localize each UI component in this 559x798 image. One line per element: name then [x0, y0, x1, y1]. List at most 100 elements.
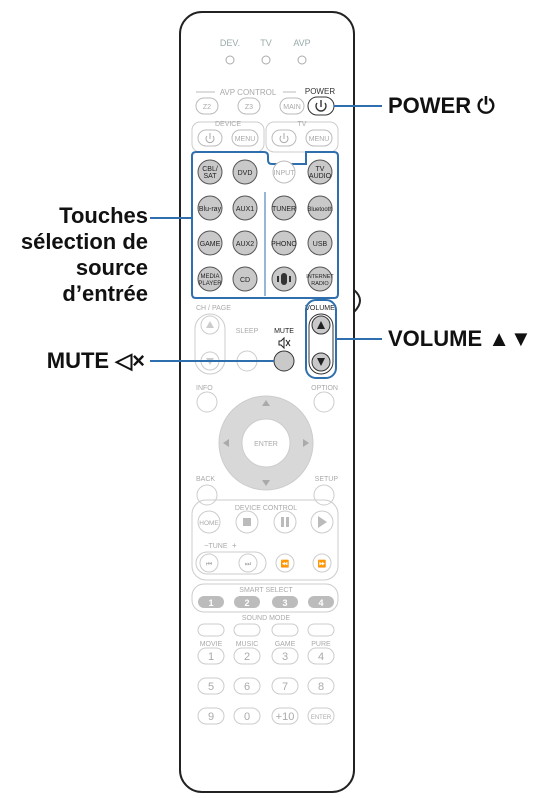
tv-menu-button[interactable] — [305, 129, 333, 147]
source-buttons: CBL/ SAT DVD INPUT TV AUDIO Blu-ray AUX1… — [197, 159, 334, 292]
avp-control-label: AVP CONTROL — [220, 88, 277, 97]
sound-mode-4-button[interactable] — [307, 623, 335, 637]
num-plus10-button[interactable] — [271, 707, 299, 725]
num-6-button[interactable] — [233, 677, 261, 695]
back-button[interactable] — [196, 484, 218, 506]
enter-button[interactable] — [241, 418, 291, 468]
num-8-button[interactable] — [307, 677, 335, 695]
source-callout-line-3: source — [75, 255, 148, 280]
game-button[interactable] — [197, 230, 223, 256]
smart-2-button[interactable] — [234, 596, 260, 608]
device-label: DEVICE — [215, 121, 241, 128]
mute-button[interactable] — [273, 350, 295, 372]
media-player-label-2: PLAYER — [198, 281, 222, 287]
num-enter-button[interactable] — [307, 707, 335, 725]
tv-group — [265, 121, 339, 153]
enter-label: ENTER — [254, 441, 278, 448]
fast-forward-button[interactable] — [312, 553, 332, 573]
indicator-dev-label: DEV. — [220, 38, 240, 48]
pause-button[interactable] — [273, 510, 297, 534]
heos-icon — [277, 273, 291, 285]
home-button[interactable] — [197, 510, 221, 534]
rewind-icon: ⏪ — [281, 559, 290, 568]
z2-button[interactable] — [195, 97, 219, 115]
numpad — [197, 647, 335, 725]
smart-3-button[interactable] — [272, 596, 298, 608]
source-callout-line-4: d’entrée — [62, 281, 148, 306]
phono-button[interactable] — [271, 230, 297, 256]
tune-group — [195, 551, 267, 575]
tv-audio-button[interactable] — [307, 159, 333, 185]
main-label: MAIN — [283, 104, 301, 111]
num-1-label: 1 — [208, 651, 214, 663]
num-8-label: 8 — [318, 681, 324, 693]
input-button[interactable] — [272, 160, 296, 184]
indicator-dev-light — [225, 55, 235, 65]
next-track-button[interactable] — [238, 553, 258, 573]
usb-label: USB — [313, 241, 328, 248]
media-player-button[interactable] — [197, 266, 223, 292]
usb-button[interactable] — [307, 230, 333, 256]
pause-icon — [281, 517, 289, 527]
volume-up-icon — [317, 321, 325, 329]
rewind-button[interactable] — [275, 553, 295, 573]
smart-3-label: 3 — [282, 598, 287, 608]
main-button[interactable] — [279, 97, 305, 115]
cbl-sat-label-1: CBL/ — [202, 166, 218, 173]
volume-label: VOLUME — [305, 305, 335, 312]
sound-mode-1-button[interactable] — [197, 623, 225, 637]
num-9-button[interactable] — [197, 707, 225, 725]
back-label: BACK — [196, 476, 215, 483]
fast-forward-icon: ⏩ — [318, 559, 327, 568]
internet-radio-button[interactable] — [307, 266, 333, 292]
num-plus10-label: +10 — [276, 711, 295, 723]
num-1-button[interactable] — [197, 647, 225, 665]
tv-power-icon — [279, 133, 289, 144]
aux2-button[interactable] — [232, 230, 258, 256]
game-mode-label: GAME — [275, 641, 296, 648]
z3-label: Z3 — [245, 104, 253, 111]
internet-radio-label-2: RADIO — [311, 281, 329, 287]
volume-down-icon — [317, 358, 325, 366]
smart-1-button[interactable] — [198, 596, 224, 608]
num-3-button[interactable] — [271, 647, 299, 665]
source-callout-line-1: Touches — [59, 203, 148, 228]
tune-plus-label: + — [232, 541, 237, 550]
num-4-button[interactable] — [307, 647, 335, 665]
indicator-avp-light — [297, 55, 307, 65]
sound-mode-3-button[interactable] — [271, 623, 299, 637]
dpad-down-icon — [262, 480, 270, 486]
cd-label: CD — [240, 277, 250, 284]
tuner-button[interactable] — [271, 195, 297, 221]
prev-track-button[interactable] — [199, 553, 219, 573]
num-0-button[interactable] — [233, 707, 261, 725]
bluray-button[interactable] — [197, 195, 223, 221]
indicator-tv-label: TV — [260, 38, 272, 48]
num-7-button[interactable] — [271, 677, 299, 695]
device-menu-button[interactable] — [231, 129, 259, 147]
dvd-button[interactable] — [232, 159, 258, 185]
power-label: POWER — [305, 87, 335, 96]
bluetooth-button[interactable] — [307, 195, 333, 221]
cbl-sat-button[interactable] — [197, 159, 223, 185]
smart-4-button[interactable] — [308, 596, 334, 608]
top-indicators: DEV. TV AVP — [220, 38, 311, 65]
device-menu-label: MENU — [235, 136, 256, 143]
remote-side-bump — [353, 289, 361, 313]
game-label: GAME — [200, 241, 221, 248]
cd-button[interactable] — [232, 266, 258, 292]
source-callout: Touches sélection de source d’entrée — [21, 203, 148, 307]
num-5-button[interactable] — [197, 677, 225, 695]
mute-icon — [278, 336, 291, 350]
dvd-label: DVD — [238, 170, 253, 177]
sound-mode-2-button[interactable] — [233, 623, 261, 637]
z3-button[interactable] — [237, 97, 261, 115]
num-2-button[interactable] — [233, 647, 261, 665]
tv-menu-label: MENU — [309, 136, 330, 143]
option-button[interactable] — [313, 391, 335, 413]
movie-label: MOVIE — [200, 641, 223, 648]
aux1-button[interactable] — [232, 195, 258, 221]
play-icon — [318, 516, 327, 528]
info-button[interactable] — [196, 391, 218, 413]
